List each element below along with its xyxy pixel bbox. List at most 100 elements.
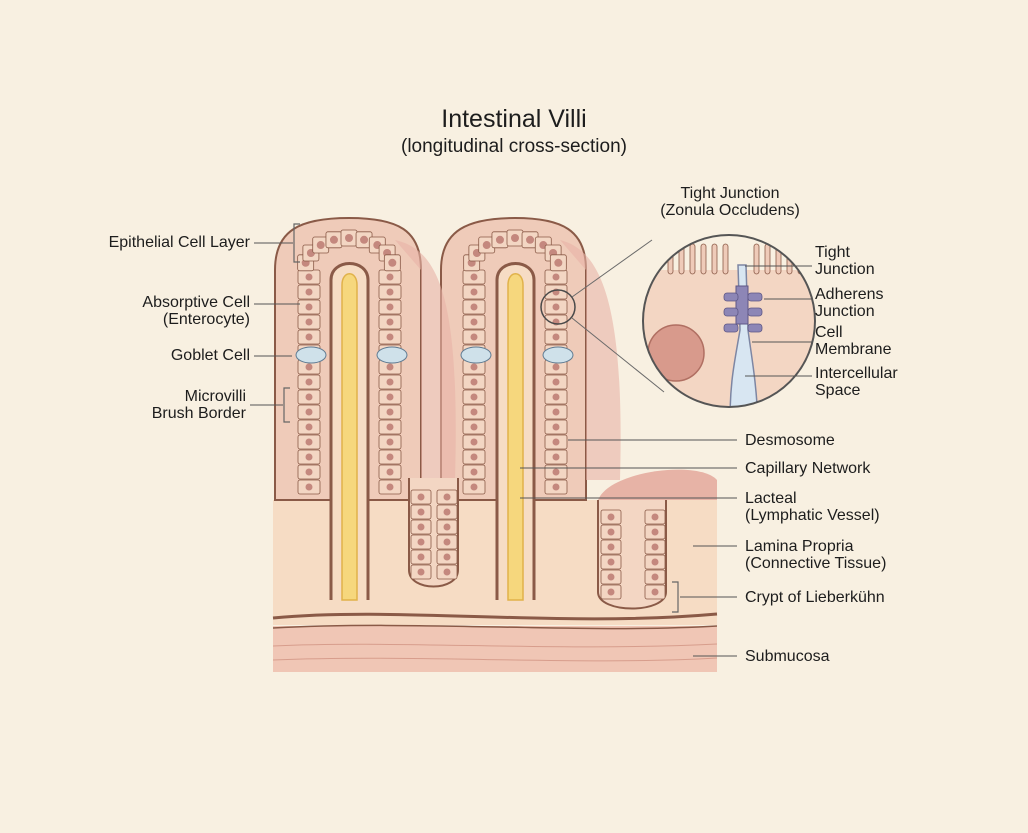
label-submucosa: Submucosa <box>745 648 830 665</box>
cell-nucleus <box>470 303 478 311</box>
cell-nucleus <box>360 235 369 244</box>
cell-nucleus <box>552 453 560 461</box>
cell-nucleus <box>470 363 478 371</box>
cell-nucleus <box>607 588 615 596</box>
cell-nucleus <box>607 543 615 551</box>
label-absorptive: Absorptive Cell (Enterocyte) <box>60 294 250 328</box>
cell-nucleus <box>470 483 478 491</box>
label-microvilli: Microvilli Brush Border <box>56 388 246 422</box>
cell-nucleus <box>552 273 560 281</box>
cell-nucleus <box>651 513 659 521</box>
cell-nucleus <box>607 513 615 521</box>
cell-nucleus <box>495 235 504 244</box>
cell-nucleus <box>470 288 478 296</box>
goblet-cell <box>460 346 492 364</box>
cell-nucleus <box>470 468 478 476</box>
label-microvilli-line1: Microvilli <box>184 388 246 405</box>
magnify-line <box>571 317 665 393</box>
crypt-bracket <box>672 581 679 613</box>
cell-nucleus <box>386 423 394 431</box>
label-goblet: Goblet Cell <box>60 347 250 364</box>
cell-nucleus <box>417 553 425 561</box>
label-desmosome-text: Desmosome <box>745 432 835 449</box>
microvillus <box>808 243 815 275</box>
microvillus <box>711 243 718 275</box>
goblet-cell <box>376 346 408 364</box>
microvilli-bracket <box>283 387 290 423</box>
adherens-plaque <box>747 307 763 317</box>
cell-nucleus <box>443 523 451 531</box>
cell-nucleus <box>305 483 313 491</box>
cell-nucleus <box>470 423 478 431</box>
cell-nucleus <box>417 508 425 516</box>
epithelial-bracket <box>293 223 300 263</box>
diagram-title: Intestinal Villi <box>441 105 587 133</box>
label-inset-heading: Tight Junction (Zonula Occludens) <box>640 185 820 219</box>
label-desmosome: Desmosome <box>745 432 835 449</box>
cell-nucleus <box>316 241 325 250</box>
label-lacteal-line1: Lacteal <box>745 490 797 507</box>
label-inset-heading-line2: (Zonula Occludens) <box>660 202 800 219</box>
cell-nucleus <box>443 508 451 516</box>
cell-nucleus <box>305 288 313 296</box>
cell-nucleus <box>386 363 394 371</box>
cell-nucleus <box>386 378 394 386</box>
label-crypt: Crypt of Lieberkühn <box>745 589 885 606</box>
cell-nucleus <box>554 258 563 267</box>
cell-nucleus <box>482 241 491 250</box>
cell-nucleus <box>651 558 659 566</box>
cell-nucleus <box>443 553 451 561</box>
adherens-plaque <box>723 292 739 302</box>
label-submucosa-text: Submucosa <box>745 648 830 665</box>
label-membrane-line1: Cell <box>815 324 843 341</box>
cell-nucleus <box>305 303 313 311</box>
magnify-line <box>571 239 653 298</box>
label-lamina-line2: (Connective Tissue) <box>745 555 887 572</box>
label-absorptive-line2: (Enterocyte) <box>162 311 250 328</box>
cell-nucleus <box>386 438 394 446</box>
cell-nucleus <box>443 538 451 546</box>
label-epithelial-text: Epithelial Cell Layer <box>108 234 250 251</box>
cell-nucleus <box>305 363 313 371</box>
cell-nucleus <box>329 235 338 244</box>
cell-nucleus <box>607 528 615 536</box>
cell-nucleus <box>388 258 397 267</box>
adherens-plaque <box>747 323 763 333</box>
cell-nucleus <box>305 273 313 281</box>
cell-nucleus <box>443 493 451 501</box>
cell-nucleus <box>470 453 478 461</box>
cell-nucleus <box>552 408 560 416</box>
cell-nucleus <box>470 408 478 416</box>
cell-nucleus <box>552 468 560 476</box>
inset-border <box>642 234 816 408</box>
cell-nucleus <box>651 588 659 596</box>
label-tight-line2: Junction <box>815 261 875 278</box>
cell-nucleus <box>552 438 560 446</box>
microvillus <box>722 243 729 275</box>
cell-nucleus <box>651 528 659 536</box>
microvillus <box>689 243 696 275</box>
submucosa-band <box>273 626 717 672</box>
villus-shade <box>395 240 456 480</box>
label-adherens-line1: Adherens <box>815 286 884 303</box>
intercellular-space <box>729 264 759 407</box>
cell-nucleus <box>552 483 560 491</box>
label-membrane: Cell Membrane <box>815 324 891 358</box>
label-lacteal: Lacteal (Lymphatic Vessel) <box>745 490 880 524</box>
cell-nucleus <box>552 378 560 386</box>
diagram-subtitle: (longitudinal cross-section) <box>401 136 627 157</box>
cell-nucleus <box>417 568 425 576</box>
crypt-bump <box>598 469 717 500</box>
microvillus <box>764 243 771 275</box>
label-absorptive-line1: Absorptive Cell <box>142 294 250 311</box>
label-inset-heading-line1: Tight Junction <box>680 185 780 202</box>
cell-nucleus <box>470 333 478 341</box>
cell-nucleus <box>305 453 313 461</box>
cell-nucleus <box>470 378 478 386</box>
inset-nucleus <box>647 324 705 382</box>
cell-nucleus <box>305 318 313 326</box>
goblet-cell <box>542 346 574 364</box>
submucosa-line <box>272 657 718 662</box>
cell-nucleus <box>386 408 394 416</box>
cell-nucleus <box>305 378 313 386</box>
